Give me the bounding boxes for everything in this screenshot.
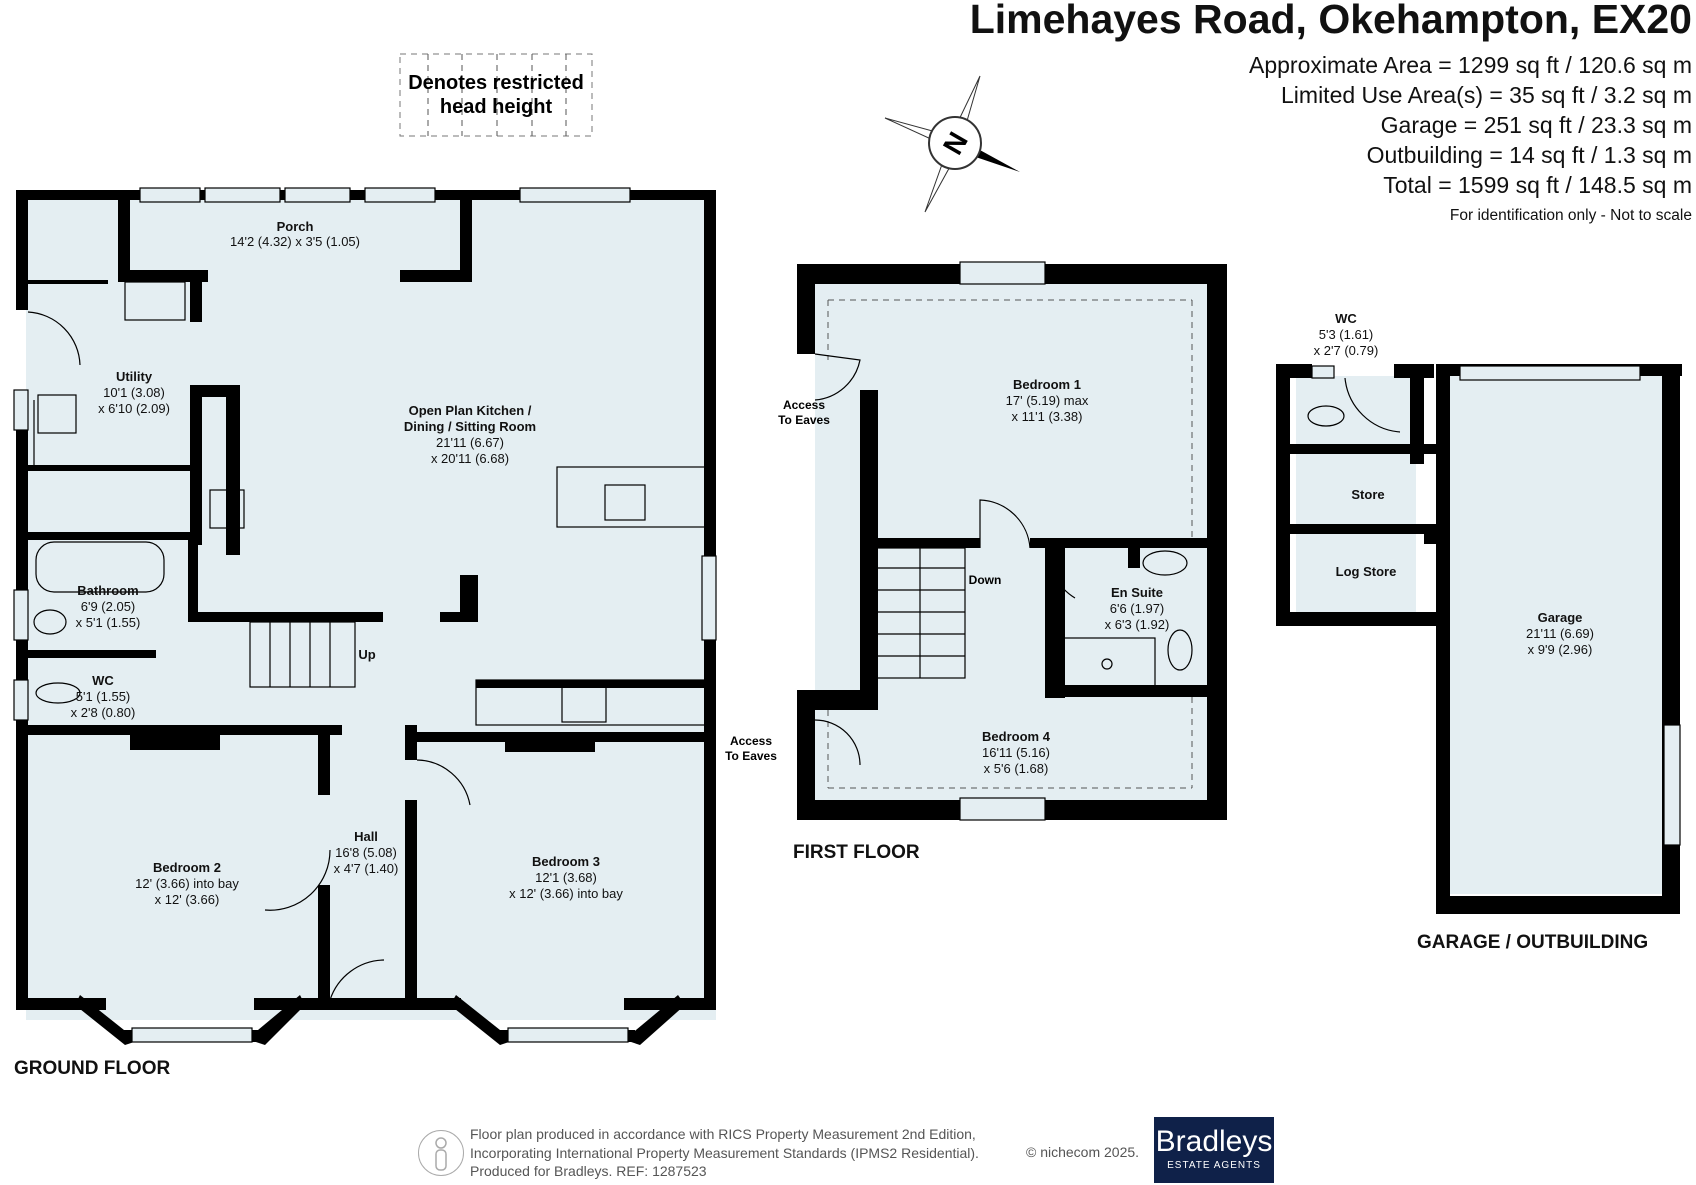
porch-label: Porch [277,219,314,234]
kitchen-label-1: Open Plan Kitchen / [409,403,532,418]
compass-rose-icon: N [884,75,1020,213]
wc-ground-label: WC [92,673,114,688]
bedroom3-dims-1: 12'1 (3.68) [535,870,597,885]
bedroom1-label: Bedroom 1 [1013,377,1081,392]
bathroom-dims-2: x 5'1 (1.55) [76,615,141,630]
bedroom2-dims-2: x 12' (3.66) [155,892,220,907]
area-outbuilding: Outbuilding = 14 sq ft / 1.3 sq m [1366,142,1692,168]
kitchen-dims-2: x 20'11 (6.68) [431,451,509,466]
kitchen-dims-1: 21'11 (6.67) [436,435,504,450]
bedroom2-label: Bedroom 2 [153,860,221,875]
wc-garage-dims-1: 5'3 (1.61) [1319,327,1374,342]
footer-line-2: Incorporating International Property Mea… [470,1144,979,1161]
utility-dims-2: x 6'10 (2.09) [98,401,170,416]
first-floor-plan [797,261,1227,821]
logo-subtitle: ESTATE AGENTS [1167,1160,1261,1171]
kitchen-label-2: Dining / Sitting Room [404,419,536,434]
first-floor-label: FIRST FLOOR [793,842,920,863]
bedroom2-dims-1: 12' (3.66) into bay [135,876,239,891]
ground-floor-label: GROUND FLOOR [14,1058,170,1079]
bedroom3-dims-2: x 12' (3.66) into bay [509,886,623,901]
store-label: Store [1351,487,1384,502]
eaves-access-1-line1: Access [783,398,825,412]
bedroom4-dims-1: 16'11 (5.16) [982,745,1050,760]
stairs-up-label: Up [358,647,375,662]
bedroom4-label: Bedroom 4 [982,729,1051,744]
bedroom1-dims-2: x 11'1 (3.38) [1012,409,1083,424]
bradleys-logo: Bradleys ESTATE AGENTS [1154,1117,1274,1183]
logo-name: Bradleys [1155,1125,1273,1158]
garage-outbuilding-plan [1276,364,1682,914]
hall-dims-1: 16'8 (5.08) [335,845,397,860]
legend-line-1: Denotes restricted [408,72,584,94]
ground-floor-plan [13,187,717,1045]
wc-ground-dims-1: 5'1 (1.55) [76,689,131,704]
ensuite-dims-2: x 6'3 (1.92) [1105,617,1170,632]
area-approximate: Approximate Area = 1299 sq ft / 120.6 sq… [1248,52,1692,78]
area-limited-use: Limited Use Area(s) = 35 sq ft / 3.2 sq … [1281,82,1692,108]
eaves-access-1-line2: To Eaves [778,413,830,427]
bedroom4-dims-2: x 5'6 (1.68) [984,761,1049,776]
utility-dims-1: 10'1 (3.08) [103,385,165,400]
log-store-label: Log Store [1336,564,1397,579]
area-summary: Approximate Area = 1299 sq ft / 120.6 sq… [1249,50,1692,226]
utility-label: Utility [116,369,153,384]
footer-line-3: Produced for Bradleys. REF: 1287523 [470,1163,707,1179]
eaves-access-2-line1: Access [730,734,772,748]
stairs-down-label: Down [969,573,1002,587]
ensuite-label: En Suite [1111,585,1163,600]
wc-garage-label: WC [1335,311,1357,326]
footer-disclaimer: Floor plan produced in accordance with R… [470,1125,979,1181]
wc-garage-dims-2: x 2'7 (0.79) [1314,343,1379,358]
hall-dims-2: x 4'7 (1.40) [334,861,399,876]
bathroom-dims-1: 6'9 (2.05) [81,599,136,614]
restricted-height-legend: Denotes restricted head height [399,53,593,137]
bedroom3-label: Bedroom 3 [532,854,600,869]
eaves-access-2-line2: To Eaves [725,749,777,763]
copyright-text: © nichecom 2025. [1026,1144,1140,1160]
identification-note: For identification only - Not to scale [1449,207,1692,224]
porch-dims: 14'2 (4.32) x 3'5 (1.05) [230,234,360,249]
area-garage: Garage = 251 sq ft / 23.3 sq m [1380,112,1692,138]
footer-line-1: Floor plan produced in accordance with R… [470,1126,976,1142]
wc-ground-dims-2: x 2'8 (0.80) [71,705,136,720]
bathroom-label: Bathroom [77,583,138,598]
garage-outbuilding-label: GARAGE / OUTBUILDING [1417,932,1648,953]
legend-line-2: head height [440,96,553,118]
garage-label: Garage [1538,610,1583,625]
bedroom1-dims-1: 17' (5.19) max [1006,393,1089,408]
garage-dims-1: 21'11 (6.69) [1526,626,1594,641]
area-total: Total = 1599 sq ft / 148.5 sq m [1383,172,1692,198]
property-title: Limehayes Road, Okehampton, EX20 [969,0,1692,42]
hall-label: Hall [354,829,378,844]
ensuite-dims-1: 6'6 (1.97) [1110,601,1165,616]
person-icon [418,1130,464,1176]
garage-dims-2: x 9'9 (2.96) [1528,642,1593,657]
